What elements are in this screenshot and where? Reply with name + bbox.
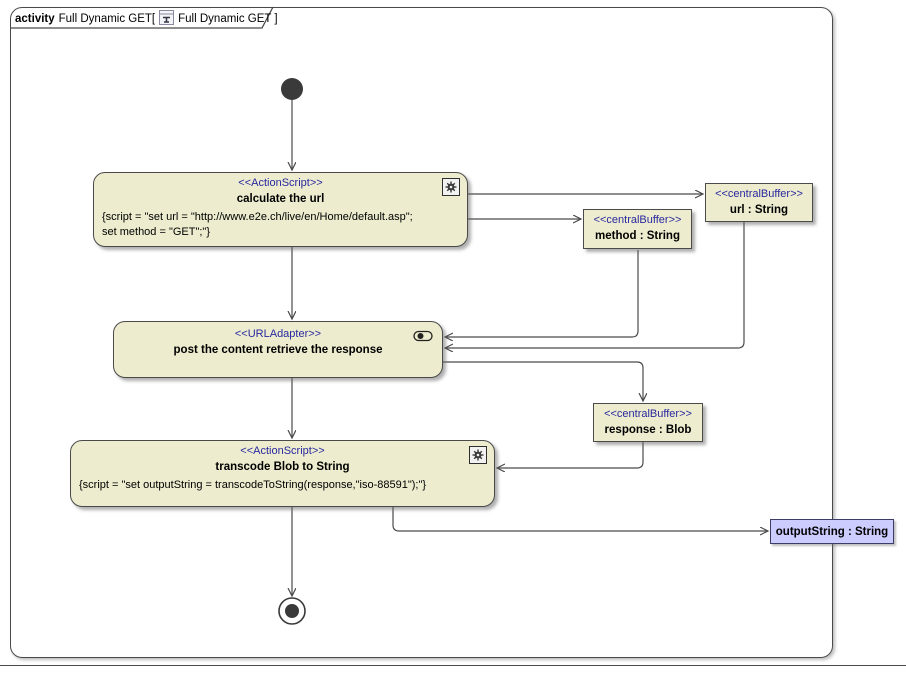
action-transcode[interactable]: <<ActionScript>> transcode Blob to Strin… [70, 440, 495, 507]
activity-diagram-icon [159, 9, 175, 28]
frame-keyword: activity [15, 12, 55, 25]
buffer-response[interactable]: <<centralBuffer>> response : Blob [593, 403, 703, 442]
adapter-icon [413, 329, 433, 347]
edge-url-buffer-to-adapter[interactable] [445, 222, 745, 348]
node-name: post the content retrieve the response [173, 344, 383, 356]
stereotype-label: <<URLAdapter>> [234, 328, 322, 340]
final-node[interactable] [278, 597, 306, 625]
node-name: url : String [729, 204, 789, 216]
buffer-url[interactable]: <<centralBuffer>> url : String [705, 183, 813, 222]
frame-title-right: Full Dynamic GET ] [178, 12, 278, 25]
window-bottom-edge [0, 665, 906, 666]
stereotype-label: <<ActionScript>> [238, 177, 323, 189]
stereotype-label: <<centralBuffer>> [593, 214, 682, 226]
edge-response-buffer-to-transcode[interactable] [497, 442, 644, 468]
frame-tab-outline [10, 6, 274, 29]
stereotype-label: <<centralBuffer>> [715, 188, 803, 200]
node-name: calculate the url [236, 193, 325, 205]
node-name: transcode Blob to String [215, 461, 350, 473]
frame-title-left: Full Dynamic GET[ [58, 12, 156, 25]
edge-method-buffer-to-adapter[interactable] [445, 250, 639, 337]
node-name: method : String [595, 230, 680, 242]
stereotype-label: <<ActionScript>> [240, 445, 325, 457]
gear-icon [469, 446, 487, 464]
action-post-content[interactable]: <<URLAdapter>> post the content retrieve… [113, 321, 443, 378]
activity-frame[interactable] [10, 7, 833, 658]
edge-transcode-to-output-pin[interactable] [392, 507, 768, 531]
node-name: response : Blob [604, 424, 692, 436]
edge-adapter-to-response-buffer[interactable] [443, 361, 643, 401]
buffer-method[interactable]: <<centralBuffer>> method : String [583, 209, 692, 249]
output-pin[interactable]: outputString : String [770, 519, 894, 544]
pin-label: outputString : String [775, 525, 889, 538]
script-text: {script = "set outputString = transcodeT… [79, 479, 427, 491]
initial-node[interactable] [281, 78, 303, 100]
action-calculate-url[interactable]: <<ActionScript>> calculate the url {scri… [93, 172, 468, 247]
script-text: {script = "set url = "http://www.e2e.ch/… [102, 211, 413, 238]
gear-icon [442, 178, 460, 196]
stereotype-label: <<centralBuffer>> [604, 408, 692, 420]
frame-tab[interactable]: activity Full Dynamic GET[ Full Dynamic … [12, 9, 278, 28]
